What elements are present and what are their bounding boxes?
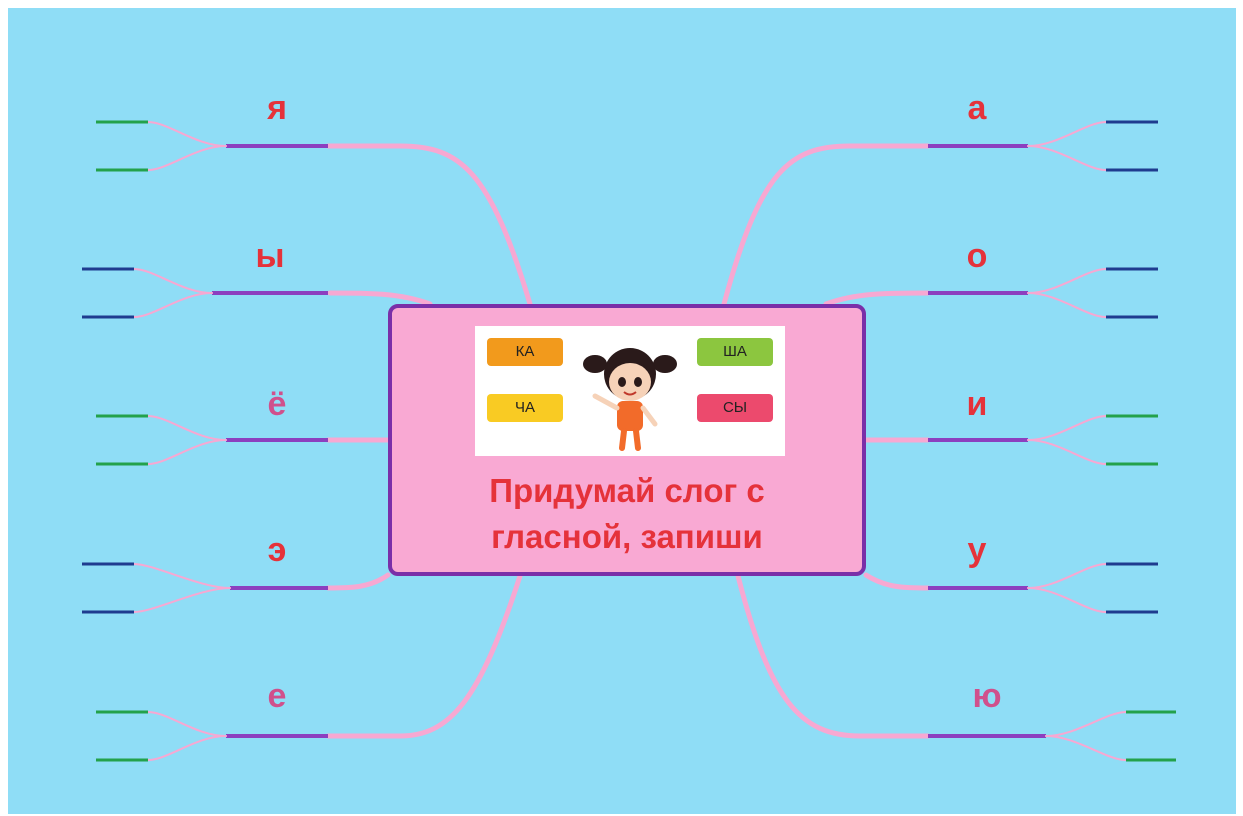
syllable-illustration: КА ША ЧА СЫ bbox=[475, 326, 785, 456]
twig-right-bottom-2 bbox=[1027, 292, 1107, 318]
branch-right-4 bbox=[863, 572, 931, 591]
speech-bubble-ka: КА bbox=[487, 338, 563, 366]
speech-bubble-cha: ЧА bbox=[487, 394, 563, 422]
twig-right-top-4 bbox=[1027, 563, 1107, 589]
twig-right-top-3 bbox=[1027, 415, 1107, 441]
twig-right-bottom-3 bbox=[1027, 439, 1107, 465]
branch-letter-right-2: о bbox=[966, 237, 988, 275]
twig-right-bottom-5 bbox=[1045, 735, 1127, 761]
branch-letter-left-4: э bbox=[267, 531, 287, 569]
central-topic-title-line2: гласной, запиши bbox=[491, 518, 763, 555]
central-topic-title-line1: Придумай слог с bbox=[489, 472, 765, 509]
branch-letter-left-3: ё bbox=[267, 385, 287, 423]
twig-left-bottom-3 bbox=[147, 439, 227, 465]
branch-letter-right-3: и bbox=[966, 385, 988, 423]
branch-letter-left-5: е bbox=[267, 677, 287, 715]
speech-bubble-sha: ША bbox=[697, 338, 773, 366]
branch-right-2 bbox=[823, 290, 931, 307]
branch-letter-right-1: а bbox=[967, 89, 987, 127]
branch-right-5 bbox=[735, 573, 931, 739]
girl-cartoon-icon bbox=[583, 348, 677, 451]
twig-left-top-3 bbox=[147, 415, 227, 441]
central-topic-card: КА ША ЧА СЫ Придумай слог с гласной, зап… bbox=[388, 304, 866, 576]
twig-left-top-2 bbox=[133, 268, 213, 294]
twig-left-bottom-4 bbox=[133, 587, 231, 613]
twig-left-bottom-2 bbox=[133, 292, 213, 318]
twig-right-top-2 bbox=[1027, 268, 1107, 294]
branch-left-1 bbox=[325, 143, 533, 307]
branch-left-4 bbox=[325, 572, 391, 591]
central-topic-title: Придумай слог с гласной, запиши bbox=[402, 468, 852, 560]
twig-left-bottom-5 bbox=[147, 735, 227, 761]
branch-right-1 bbox=[721, 143, 931, 307]
branch-letter-left-2: ы bbox=[255, 237, 285, 275]
twig-right-top-5 bbox=[1045, 711, 1127, 737]
twig-right-top-1 bbox=[1027, 121, 1107, 147]
branch-left-5 bbox=[325, 573, 523, 739]
branch-letter-right-5: ю bbox=[972, 677, 1002, 715]
twig-left-top-1 bbox=[147, 121, 227, 147]
twig-left-bottom-1 bbox=[147, 145, 227, 171]
twig-right-bottom-1 bbox=[1027, 145, 1107, 171]
twig-right-bottom-4 bbox=[1027, 587, 1107, 613]
branch-left-2 bbox=[327, 290, 433, 307]
branch-letter-right-4: у bbox=[967, 531, 987, 569]
twig-left-top-5 bbox=[147, 711, 227, 737]
branch-letter-left-1: я bbox=[267, 89, 287, 127]
speech-bubble-sy: СЫ bbox=[697, 394, 773, 422]
twig-left-top-4 bbox=[133, 563, 231, 589]
